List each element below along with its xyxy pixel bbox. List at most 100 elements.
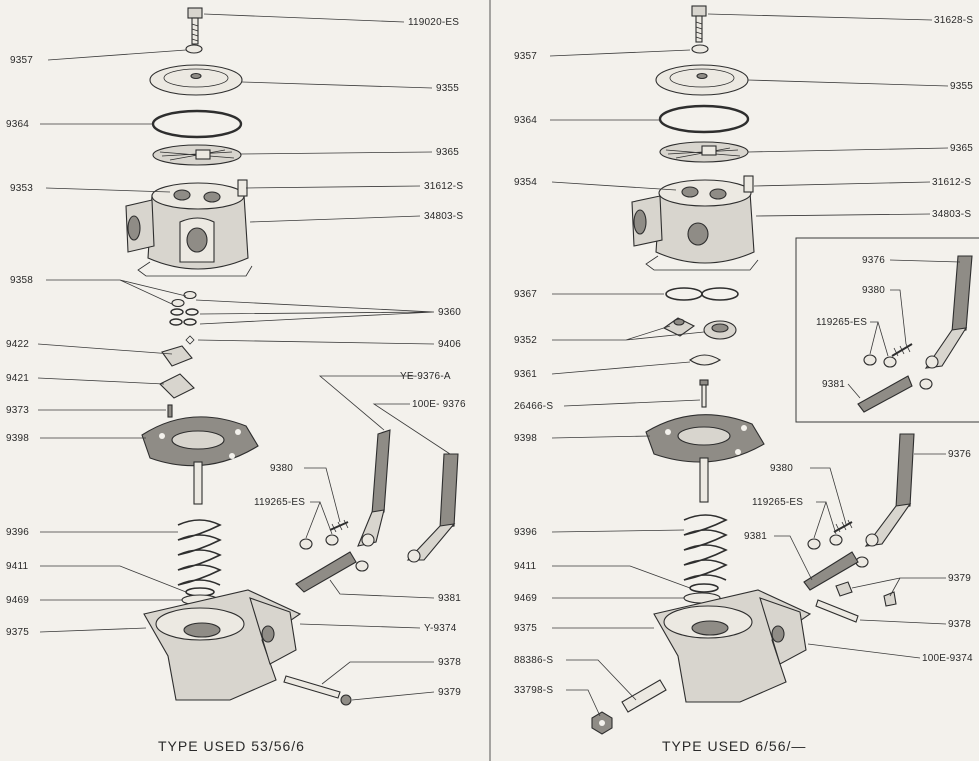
left-labels: 9357 9364 9353 9358 9422 9421 9373 9398 …	[6, 17, 466, 754]
label-r-9375: 9375	[514, 623, 537, 634]
label-ye-9376-a: YE-9376-A	[400, 371, 451, 382]
left-diaphragm-9398	[141, 416, 259, 505]
label-9379: 9379	[438, 687, 461, 698]
label-r-31612-s: 31612-S	[932, 177, 971, 188]
label-9398: 9398	[6, 433, 29, 444]
inset-label-9376: 9376	[862, 255, 885, 266]
left-washer-9357	[185, 44, 203, 54]
label-100e-9376: 100E- 9376	[412, 399, 466, 410]
left-bolt-part	[187, 7, 203, 45]
label-r-9411: 9411	[514, 561, 537, 572]
left-rocker-arm-b	[406, 453, 459, 563]
right-link-9380	[833, 519, 853, 533]
label-9469: 9469	[6, 595, 29, 606]
left-rocker-arm-a	[357, 429, 391, 547]
inset-label-9380: 9380	[862, 285, 885, 296]
right-pin-9378	[815, 599, 859, 623]
right-washer-119265-b	[829, 534, 843, 546]
label-9380: 9380	[270, 463, 293, 474]
right-bolt-part	[691, 5, 707, 43]
left-pin-9373	[167, 404, 173, 418]
label-9375: 9375	[6, 627, 29, 638]
label-9411: 9411	[6, 561, 29, 572]
label-r-9380: 9380	[770, 463, 793, 474]
left-parts	[125, 7, 459, 706]
left-clip-9379	[340, 694, 352, 706]
right-lower-body-9375	[653, 589, 812, 703]
right-gasket-9367	[665, 287, 739, 301]
right-filter-9365	[659, 141, 749, 163]
left-washer-119265-a	[299, 538, 313, 550]
label-9355: 9355	[436, 83, 459, 94]
label-31612-s: 31612-S	[424, 181, 463, 192]
right-clips-9379	[835, 581, 897, 607]
label-9357: 9357	[10, 55, 33, 66]
label-y-9374: Y-9374	[424, 623, 457, 634]
label-r-26466-s: 26466-S	[514, 401, 553, 412]
left-plate-9422	[161, 345, 193, 367]
right-valves-9352	[662, 317, 737, 340]
right-screw-26466	[699, 379, 709, 408]
right-diaphragm-9398	[645, 414, 765, 503]
leader-lines	[37, 13, 961, 717]
label-9364: 9364	[6, 119, 29, 130]
label-r-9355: 9355	[950, 81, 973, 92]
label-9360: 9360	[438, 307, 461, 318]
left-caption: TYPE USED 53/56/6	[158, 738, 305, 754]
label-r-9364: 9364	[514, 115, 537, 126]
label-r-9361: 9361	[514, 369, 537, 380]
right-gasket-9364	[658, 104, 750, 134]
label-r-9367: 9367	[514, 289, 537, 300]
label-9422: 9422	[6, 339, 29, 350]
label-r-9365: 9365	[950, 143, 973, 154]
left-upper-body-9353	[125, 179, 253, 277]
label-r-9381: 9381	[744, 531, 767, 542]
label-9421: 9421	[6, 373, 29, 384]
label-r-31628-s: 31628-S	[934, 15, 973, 26]
label-9353: 9353	[10, 183, 33, 194]
label-119265-es: 119265-ES	[254, 497, 305, 508]
label-r-9379: 9379	[948, 573, 971, 584]
label-9358: 9358	[10, 275, 33, 286]
label-r-9469: 9469	[514, 593, 537, 604]
left-cover-9355	[149, 64, 243, 96]
right-clip-9361	[689, 354, 722, 366]
label-9365: 9365	[436, 147, 459, 158]
label-r-9396: 9396	[514, 527, 537, 538]
right-nut-hole	[599, 720, 605, 726]
label-r-34803-s: 34803-S	[932, 209, 971, 220]
right-cover-9355	[655, 64, 749, 96]
right-spring-9396	[683, 514, 728, 581]
right-washer-119265-a	[807, 538, 821, 550]
label-r-33798-s: 33798-S	[514, 685, 553, 696]
label-r-100e-9374: 100E-9374	[922, 653, 973, 664]
left-washer-119265-b	[325, 534, 339, 546]
label-119020-es: 119020-ES	[408, 17, 459, 28]
right-upper-body-9354	[631, 175, 759, 271]
label-r-9352: 9352	[514, 335, 537, 346]
right-seal-9411	[689, 583, 719, 593]
label-r-9378: 9378	[948, 619, 971, 630]
inset-label-119265-es: 119265-ES	[816, 317, 867, 328]
right-inset-frame	[795, 237, 979, 423]
label-r-9354: 9354	[514, 177, 537, 188]
right-rocker-arm-9376	[864, 433, 915, 547]
left-plate-9421	[159, 373, 195, 399]
left-spring-9396	[177, 519, 222, 586]
right-caption: TYPE USED 6/56/—	[662, 738, 806, 754]
right-labels: 9357 9364 9354 9367 9352 9361 26466-S 93…	[514, 15, 973, 754]
left-lever-9381	[295, 551, 357, 593]
label-9373: 9373	[6, 405, 29, 416]
label-r-9357: 9357	[514, 51, 537, 62]
left-pin-9378	[283, 675, 341, 699]
right-lever-9381	[803, 551, 859, 591]
inset-label-9381: 9381	[822, 379, 845, 390]
left-lower-body-9375	[143, 589, 302, 701]
label-r-9376: 9376	[948, 449, 971, 460]
left-filter-9365	[152, 144, 242, 166]
label-9378: 9378	[438, 657, 461, 668]
left-link-9380	[329, 519, 349, 533]
label-9406: 9406	[438, 339, 461, 350]
